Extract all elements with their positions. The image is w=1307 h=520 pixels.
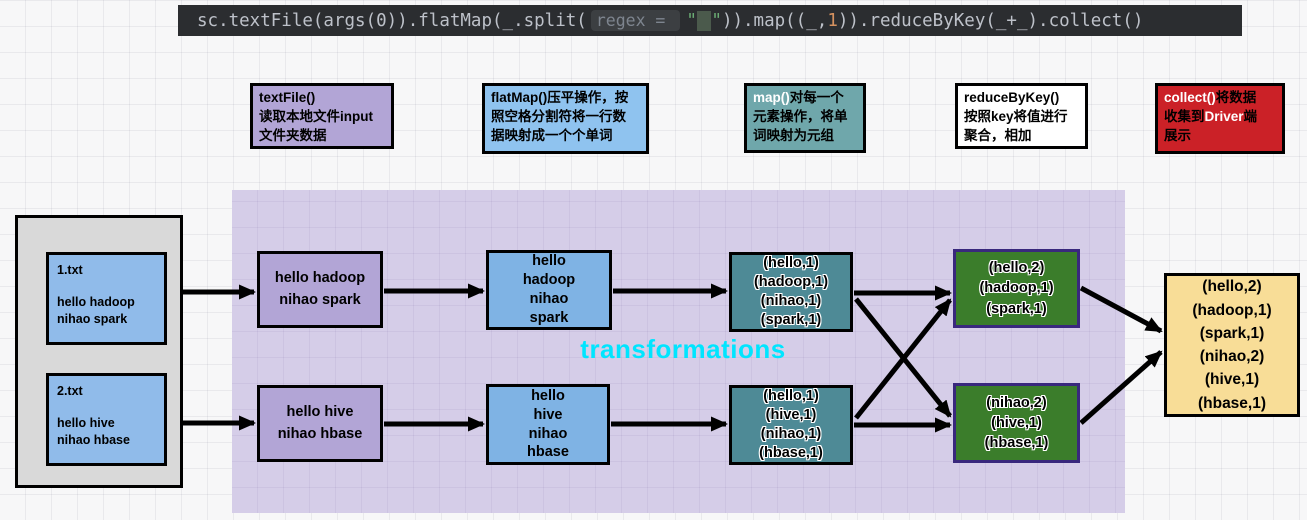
collect-result-box: (hello,2) (hadoop,1) (spark,1) (nihao,2)… <box>1164 273 1300 417</box>
annotation-flatmap: flatMap()压平操作，按 照空格分割符将一行数 据映射成一个个单词 <box>482 83 649 154</box>
map-box-1: (hello,1) (hadoop,1) (nihao,1) (spark,1) <box>729 252 853 332</box>
file-box-2: 2.txt hello hive nihao hbase <box>46 373 167 466</box>
code-line: sc.textFile(args(0)).flatMap(_.split(reg… <box>178 5 1242 36</box>
split-box-1: hello hadoop nihao spark <box>486 250 612 330</box>
map-box-2-text: (hello,1) (hive,1) (nihao,1) (hbase,1) <box>759 388 823 461</box>
file-2-name: 2.txt <box>57 384 83 398</box>
number-literal: 1 <box>827 10 838 31</box>
code-segment-3: )).reduceByKey(_+_).collect() <box>837 10 1144 31</box>
annotation-map: map()对每一个 元素操作，将单 词映射为元组 <box>744 83 866 153</box>
read-box-1: hello hadoop nihao spark <box>257 251 383 328</box>
annotation-collect: collect()将数据 收集到Driver端 展示 <box>1155 83 1285 154</box>
annotation-reducebykey-text: reduceByKey() 按照key将值进行 聚合，相加 <box>964 90 1068 143</box>
string-open-quote: " <box>686 10 697 31</box>
file-1-name: 1.txt <box>57 263 83 277</box>
split-box-2: hello hive nihao hbase <box>486 384 610 465</box>
read-box-2: hello hive nihao hbase <box>257 385 383 462</box>
read-box-1-text: hello hadoop nihao spark <box>274 270 366 308</box>
inline-parameter-hint: regex = <box>590 10 681 31</box>
code-segment-1: sc.textFile(args(0)).flatMap(_.split( <box>197 10 587 31</box>
annotation-map-keyword: map() <box>753 90 790 105</box>
annotation-collect-keyword: collect() <box>1164 90 1216 105</box>
annotation-textfile-text: textFile() 读取本地文件input 文件夹数据 <box>259 90 373 143</box>
read-box-2-text: hello hive nihao hbase <box>277 404 363 442</box>
transformations-label: transformations <box>580 334 786 364</box>
reduce-box-2: (nihao,2) (hive,1) (hbase,1) <box>953 383 1080 463</box>
map-box-2: (hello,1) (hive,1) (nihao,1) (hbase,1) <box>729 385 853 465</box>
reduce-box-2-text: (nihao,2) (hive,1) (hbase,1) <box>984 394 1049 452</box>
input-folder-box: 1.txt hello hadoop nihao spark 2.txt hel… <box>15 215 183 488</box>
reduce-box-1-text: (hello,2) (hadoop,1) (spark,1) <box>979 260 1054 317</box>
annotation-textfile: textFile() 读取本地文件input 文件夹数据 <box>250 83 394 149</box>
file-2-content: hello hive nihao hbase <box>57 415 130 447</box>
split-box-2-text: hello hive nihao hbase <box>527 387 569 461</box>
annotation-reducebykey: reduceByKey() 按照key将值进行 聚合，相加 <box>955 83 1088 149</box>
annotation-collect-text-after: 端 展示 <box>1164 108 1258 143</box>
map-box-1-text: (hello,1) (hadoop,1) (nihao,1) (spark,1) <box>753 255 829 328</box>
split-box-1-text: hello hadoop nihao spark <box>522 253 576 326</box>
reduce-box-1: (hello,2) (hadoop,1) (spark,1) <box>953 249 1080 328</box>
string-close-quote: " <box>711 10 722 31</box>
annotation-map-text: 对每一个 元素操作，将单 词映射为元组 <box>753 90 848 143</box>
annotation-collect-text-before: 将数据 收集到 <box>1164 90 1257 124</box>
annotation-flatmap-text: flatMap()压平操作，按 照空格分割符将一行数 据映射成一个个单词 <box>491 90 629 143</box>
string-space-highlight <box>696 10 712 31</box>
file-1-content: hello hadoop nihao spark <box>57 294 135 326</box>
collect-result-text: (hello,2) (hadoop,1) (spark,1) (nihao,2)… <box>1192 278 1272 412</box>
annotation-collect-driver-word: Driver <box>1204 108 1244 124</box>
code-segment-2: )).map((_, <box>721 10 828 31</box>
file-box-1: 1.txt hello hadoop nihao spark <box>46 252 167 345</box>
